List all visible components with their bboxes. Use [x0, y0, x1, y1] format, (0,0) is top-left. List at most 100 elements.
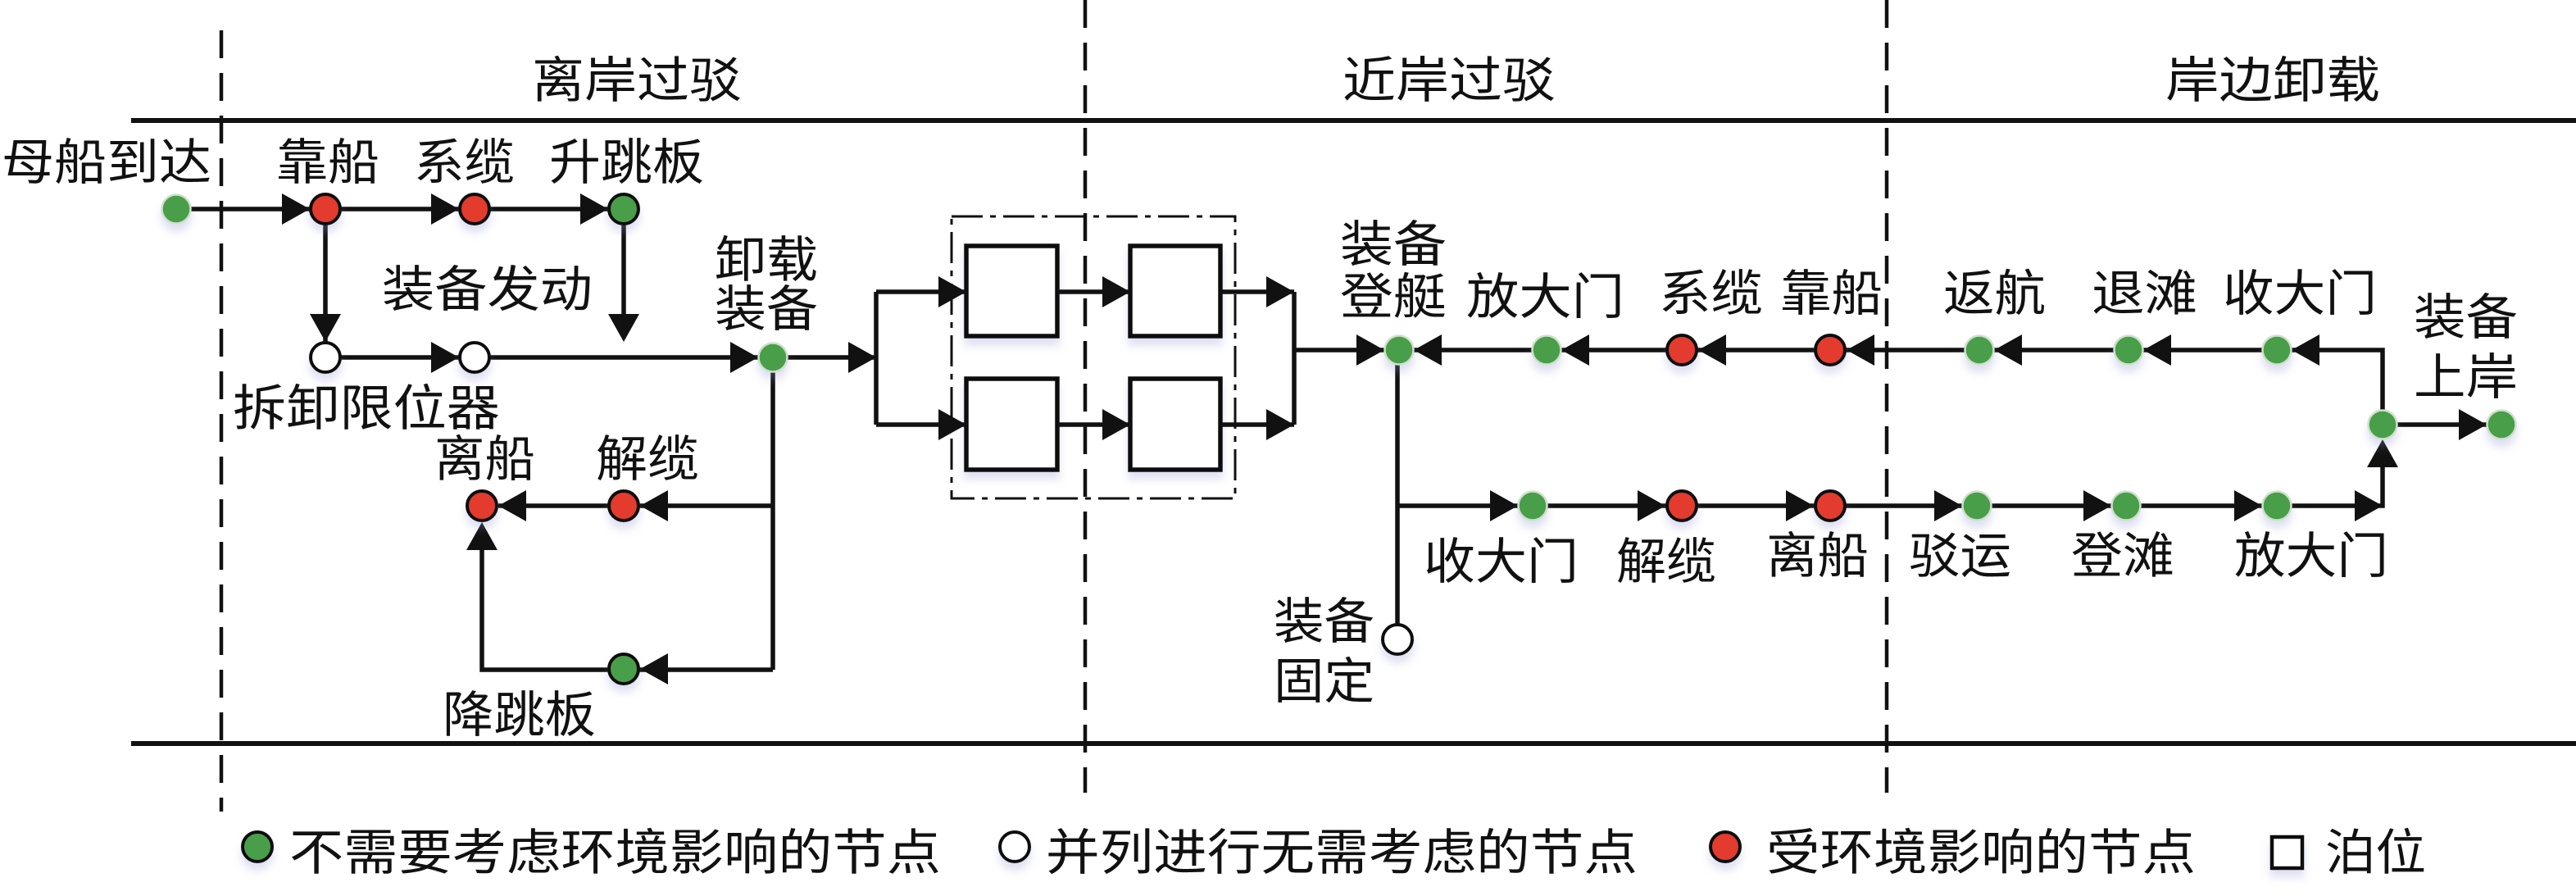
label-mothership-arrival: 母船到达	[2, 134, 211, 192]
node-junction	[2367, 409, 2398, 440]
label-open-door-2: 放大门	[2234, 528, 2388, 585]
arrow-head-icon	[1994, 334, 2022, 366]
label-start-equipment: 装备发动	[382, 262, 593, 319]
label-mooring: 系缆	[414, 134, 515, 192]
label-remove-limiter: 拆卸限位器	[233, 380, 500, 438]
label-close-door-2: 收大门	[1424, 534, 1579, 591]
arrow-head-icon	[1638, 490, 1665, 521]
node-unmooring-2	[1665, 489, 1698, 522]
label-equipment-ashore-line1: 装备	[2414, 289, 2518, 347]
label-board-landing-craft-line2: 登艇	[1340, 269, 1447, 326]
node-equipment-secure	[1381, 623, 1414, 656]
legend-red-node-icon	[1709, 830, 1742, 863]
arrow-head-icon	[1786, 490, 1814, 521]
label-equipment-secure-line2: 固定	[1274, 653, 1374, 711]
node-open-door-2	[2261, 490, 2292, 521]
legend-berth-square-icon	[2269, 835, 2305, 871]
node-departure	[466, 489, 498, 522]
label-departure: 离船	[434, 431, 535, 489]
arrow-head-icon	[640, 490, 668, 521]
section-header-shore-unloading: 岸边卸载	[2165, 52, 2380, 110]
label-berthing: 靠船	[276, 134, 379, 192]
berth-slot	[1128, 376, 1223, 472]
flow-edge	[479, 533, 773, 672]
legend-label-env-impact: 受环境影响的节点	[1766, 825, 2196, 882]
berth-slot	[964, 243, 1060, 339]
berth-slot	[1128, 243, 1223, 339]
arrow-head-icon	[1102, 409, 1130, 440]
legend-white-node-icon	[998, 830, 1031, 863]
arrow-head-icon	[466, 522, 497, 550]
arrow-head-icon	[938, 276, 966, 307]
arrow-head-icon	[1847, 334, 1874, 366]
legend-label-berth: 泊位	[2325, 825, 2426, 882]
label-berthing-2: 靠船	[1780, 266, 1883, 323]
node-berthing	[309, 193, 342, 225]
arrow-head-icon	[2459, 409, 2487, 440]
label-board-landing-craft-line1: 装备	[1340, 216, 1447, 274]
node-departure-2	[1814, 489, 1847, 522]
arrow-head-icon	[2292, 334, 2319, 366]
label-unmooring: 解缆	[596, 431, 699, 489]
arrow-head-icon	[2367, 439, 2398, 467]
label-lighter-transport: 驳运	[1909, 528, 2011, 585]
arrow-head-icon	[2355, 490, 2383, 521]
arrow-head-icon	[282, 193, 310, 225]
node-lighter-transport	[1961, 490, 1992, 521]
label-lower-ramp: 降跳板	[443, 687, 596, 744]
label-close-door: 收大门	[2223, 266, 2377, 323]
arrow-head-icon	[580, 193, 608, 225]
berth-slot	[964, 376, 1060, 472]
label-departure-2: 离船	[1766, 528, 1869, 585]
legend-label-no-env-impact: 不需要考虑环境影响的节点	[289, 825, 941, 882]
arrow-head-icon	[1934, 490, 1962, 521]
arrow-head-icon	[2083, 490, 2111, 521]
section-header-offshore: 离岸过驳	[532, 52, 742, 110]
arrow-head-icon	[1356, 334, 1384, 366]
node-beaching	[2110, 490, 2142, 521]
label-retreat-beach: 退滩	[2092, 266, 2197, 323]
arrow-head-icon	[2234, 490, 2262, 521]
arrow-head-icon	[1266, 409, 1294, 440]
arrow-head-icon	[1698, 334, 1726, 366]
berth-zone	[950, 215, 1237, 500]
node-start-equipment	[458, 341, 491, 374]
label-open-door: 放大门	[1466, 269, 1624, 326]
arrow-head-icon	[608, 314, 639, 342]
node-open-door	[1531, 334, 1562, 366]
berth-zone-boundary	[950, 215, 1237, 500]
flow-nodes	[161, 193, 2517, 685]
arrow-head-icon	[431, 193, 459, 225]
label-raise-ramp: 升跳板	[549, 134, 704, 192]
label-unmooring-2: 解缆	[1616, 534, 1716, 591]
node-unmooring	[607, 489, 640, 522]
node-retreat-beach	[2113, 334, 2144, 366]
arrow-head-icon	[310, 314, 341, 342]
node-board-landing-craft	[1383, 334, 1415, 366]
node-close-door-2	[1517, 490, 1548, 521]
arrow-head-icon	[1490, 490, 1518, 521]
section-dividers	[131, 0, 2576, 812]
node-mothership-arrival	[161, 193, 192, 225]
arrow-head-icon	[848, 342, 876, 373]
label-equipment-ashore-line2: 上岸	[2414, 349, 2518, 407]
label-unload-equipment-line1: 卸载	[715, 232, 818, 289]
node-mooring-2	[1665, 334, 1698, 366]
node-raise-ramp	[607, 193, 640, 225]
node-labels: 母船到达 靠船 系缆 升跳板 装备发动 拆卸限位器 卸载 装备 离船 解缆 降跳…	[2, 134, 2518, 744]
arrow-head-icon	[1102, 276, 1130, 307]
legend-label-parallel: 并列进行无需考虑的节点	[1046, 825, 1638, 882]
arrow-head-icon	[1266, 276, 1294, 307]
label-equipment-secure-line1: 装备	[1274, 594, 1374, 651]
arrow-head-icon	[640, 653, 668, 685]
node-unload-equipment	[757, 342, 788, 373]
label-mooring-2: 系缆	[1659, 266, 1763, 323]
arrow-head-icon	[1561, 334, 1589, 366]
label-beaching: 登滩	[2071, 528, 2174, 585]
arrow-head-icon	[938, 409, 966, 440]
arrow-head-icon	[431, 342, 459, 373]
node-return-voyage	[1964, 334, 1995, 366]
node-close-door	[2261, 334, 2292, 366]
legend-green-node-icon	[241, 830, 274, 863]
